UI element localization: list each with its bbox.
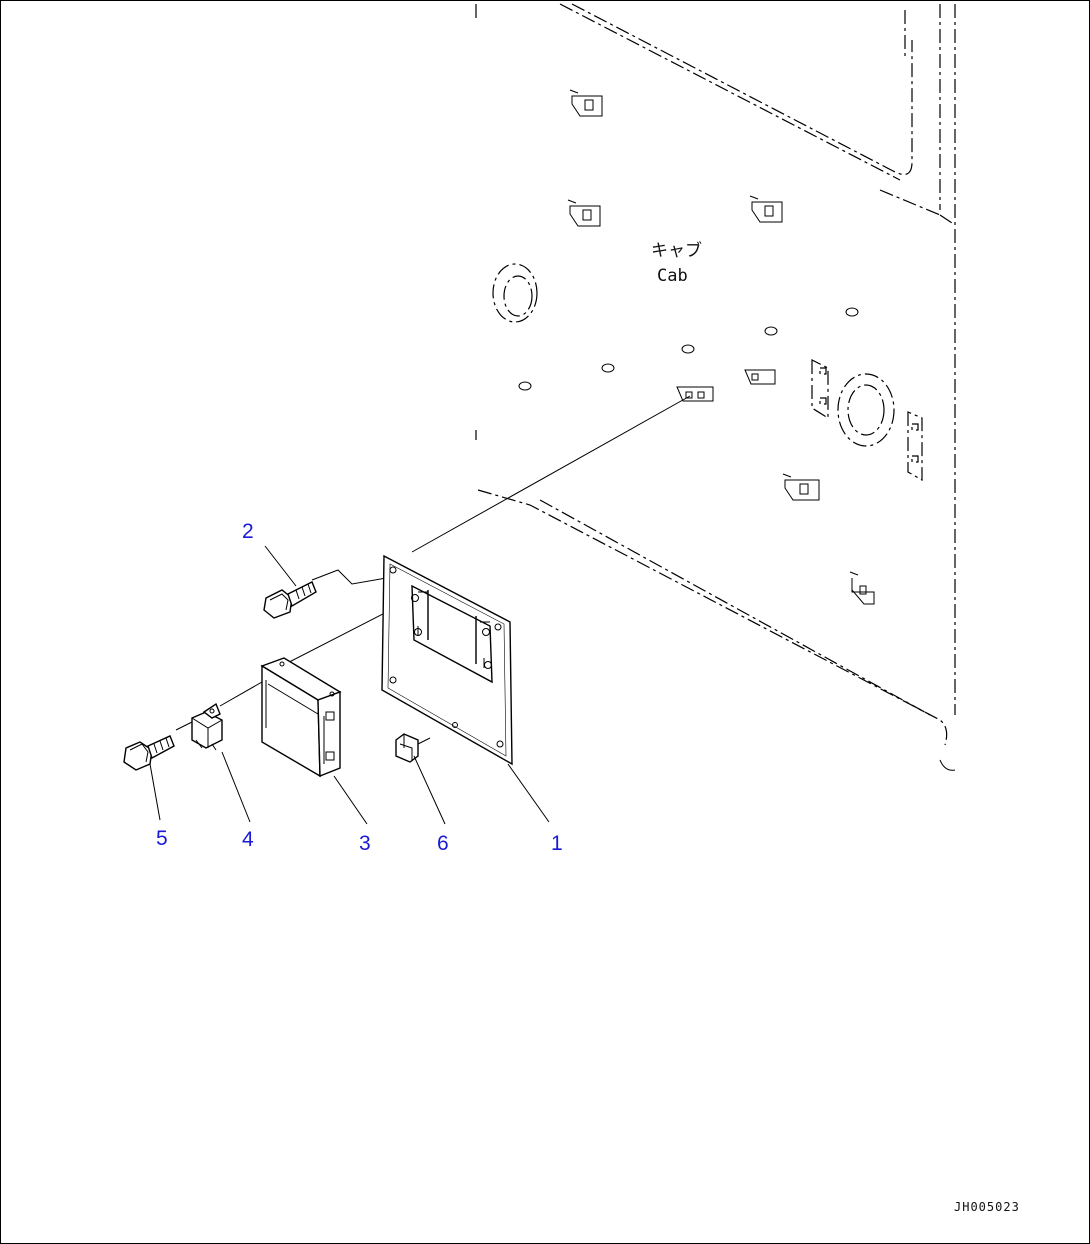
cab-hole xyxy=(518,381,532,391)
controller-unit xyxy=(260,657,342,778)
cab-label-en: Cab xyxy=(657,266,688,286)
leader-line-6 xyxy=(413,755,446,825)
bolt-upper xyxy=(263,581,317,619)
cab-clip xyxy=(749,195,783,223)
leader-line-5 xyxy=(149,763,161,821)
leader-line-3 xyxy=(333,775,368,825)
cab-clip xyxy=(849,571,875,605)
cab-hole xyxy=(601,363,615,373)
callout-5: 5 xyxy=(156,827,168,850)
cab-bracket xyxy=(907,411,923,482)
cab-clip xyxy=(744,369,776,385)
cab-grommet xyxy=(492,263,538,323)
cab-clip xyxy=(782,473,820,501)
cab-hole xyxy=(764,326,778,336)
cab-bracket xyxy=(811,359,829,420)
leader-line-4 xyxy=(221,751,251,823)
cab-grommet xyxy=(837,373,895,447)
callout-3: 3 xyxy=(359,832,371,855)
cab-clip xyxy=(676,386,714,402)
callout-4: 4 xyxy=(242,828,254,851)
cab-clip xyxy=(567,199,601,227)
relay-connector xyxy=(191,702,223,751)
callout-2: 2 xyxy=(242,520,254,543)
bolt-lower xyxy=(123,735,175,771)
cab-hole xyxy=(681,344,695,354)
assembly-centerlines xyxy=(175,395,691,731)
leader-line-2 xyxy=(264,545,297,587)
leader-lines xyxy=(149,545,550,825)
cab-clip xyxy=(569,89,603,117)
cab-features xyxy=(492,89,923,605)
mounting-plate xyxy=(381,554,513,766)
plate-clip xyxy=(395,733,431,763)
leader-line-1 xyxy=(507,763,550,823)
cab-outline xyxy=(475,3,956,771)
cab-hole xyxy=(845,307,859,317)
callout-6: 6 xyxy=(437,832,449,855)
callout-1: 1 xyxy=(551,832,563,855)
drawing-id: JH005023 xyxy=(954,1200,1020,1214)
cab-label-jp: キャブ xyxy=(651,240,702,261)
